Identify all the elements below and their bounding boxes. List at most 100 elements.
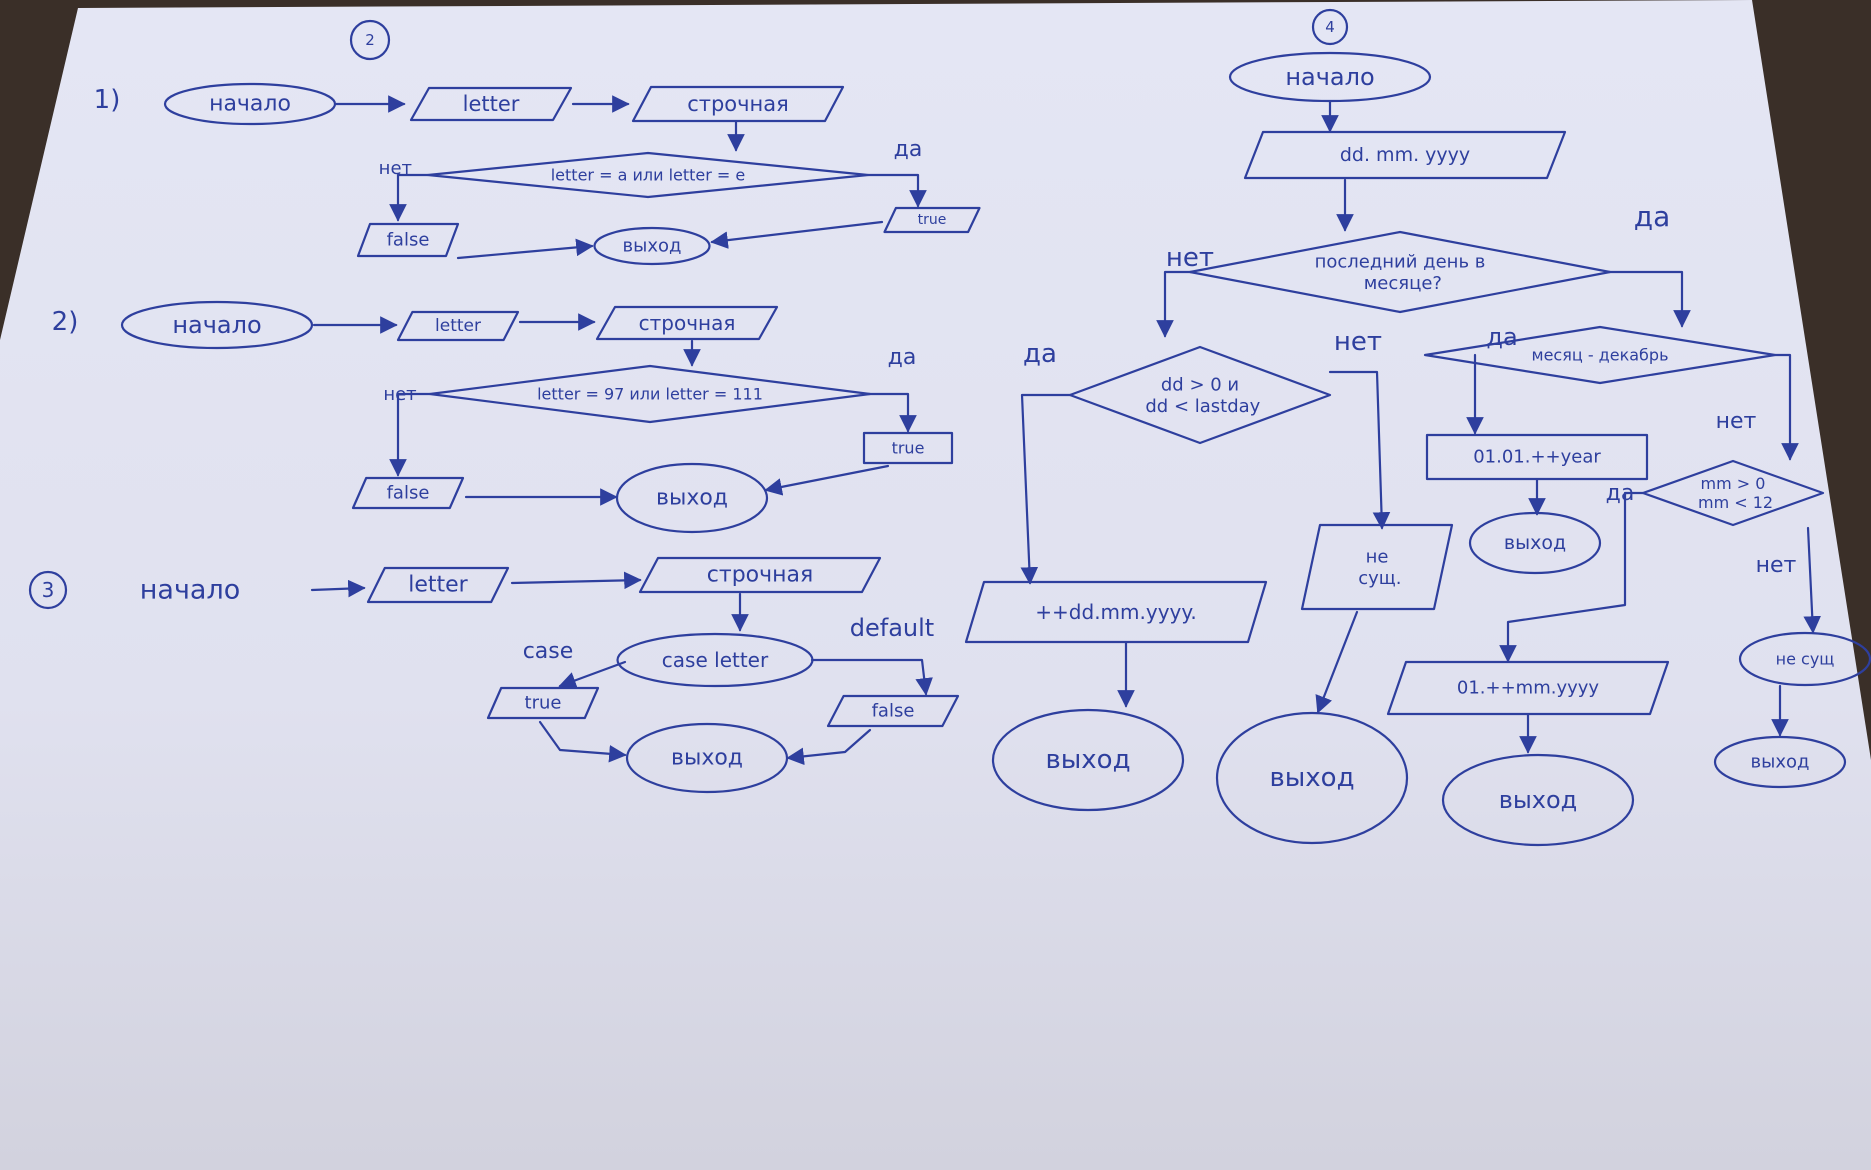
node-shape-d4-cond1 xyxy=(1188,230,1612,314)
node-d1-exit: выход xyxy=(593,226,711,266)
edge-d4-cond4-to-d4-nodate2 xyxy=(1803,526,1822,634)
node-shape-mark4 xyxy=(1311,8,1349,46)
node-shape-d2-in xyxy=(396,310,520,342)
node-d3-true: true xyxy=(486,686,600,720)
edge-d4-cond2-to-d4-nodate1 xyxy=(1328,370,1391,530)
node-label: true xyxy=(892,439,925,458)
edge-d1-cond-to-d1-false xyxy=(389,173,430,222)
node-shape-d1-start xyxy=(163,82,337,126)
node-shape-d1-in xyxy=(409,86,573,122)
node-d4-exitB: выход xyxy=(991,708,1185,812)
node-label: letter = 97 или letter = 111 xyxy=(537,385,763,404)
node-shape-d3-proc xyxy=(638,556,882,594)
node-shape-d2-proc xyxy=(595,305,779,341)
node-d2-cond: letter = 97 или letter = 111 xyxy=(428,364,872,424)
node-d2-in: letter xyxy=(396,310,520,342)
node-shape-d3-exit xyxy=(625,722,789,794)
node-shape-d2-cond xyxy=(428,364,872,424)
node-d1-in: letter xyxy=(409,86,573,122)
edge-d1-cond-to-d1-true xyxy=(866,173,927,208)
node-num1: 1) xyxy=(94,85,121,115)
node-label: false xyxy=(387,230,430,251)
edge-label: default xyxy=(850,614,934,642)
node-shape-d4-exitA xyxy=(1468,511,1602,575)
node-d3-false: false xyxy=(826,694,960,728)
node-label: выход xyxy=(1269,763,1354,793)
edge-label: нет xyxy=(1334,327,1382,357)
node-d4-cond3: месяц - декабрь xyxy=(1423,325,1777,385)
node-d4-exitA: выход xyxy=(1468,511,1602,575)
node-shape-d3-case xyxy=(616,632,814,688)
node-d4-start: начало xyxy=(1228,51,1432,103)
node-shape-d1-cond xyxy=(426,151,870,199)
edge-d3-case-to-d3-false xyxy=(810,658,933,696)
node-d2-exit: выход xyxy=(615,462,769,534)
node-d4-incmonth: 01.++mm.yyyy xyxy=(1386,660,1670,716)
edge-label: нет xyxy=(383,384,416,405)
node-shape-d4-start xyxy=(1228,51,1432,103)
edge-label: да xyxy=(1606,481,1635,506)
node-label: строчная xyxy=(639,311,736,335)
node-label: месяц - декабрь xyxy=(1532,346,1669,365)
node-d1-start: начало xyxy=(163,82,337,126)
node-label: 1) xyxy=(94,85,121,115)
edge-d3-start-to-d3-in xyxy=(310,579,366,598)
node-label: 4 xyxy=(1325,18,1335,36)
node-label: строчная xyxy=(687,92,789,116)
node-shape-d4-cond3 xyxy=(1423,325,1777,385)
node-shape-d4-cond2 xyxy=(1068,345,1332,445)
node-label: 01.01.++year xyxy=(1473,447,1601,468)
node-d2-true: true xyxy=(862,431,954,465)
node-d3-in: letter xyxy=(366,566,510,604)
node-shape-d4-exitC xyxy=(1215,711,1409,845)
node-d4-nodate2: не сущ xyxy=(1738,631,1871,687)
edge-d3-case-to-d3-true xyxy=(558,660,627,689)
edge-label: да xyxy=(894,137,923,162)
node-label: 2) xyxy=(52,307,79,337)
node-d1-false: false xyxy=(356,222,460,258)
node-label: letter xyxy=(408,573,468,598)
node-shape-d2-true xyxy=(862,431,954,465)
node-label: false xyxy=(872,701,915,722)
node-num2: 2) xyxy=(52,307,79,337)
node-mark4: 4 xyxy=(1311,8,1349,46)
node-label: dd. mm. yyyy xyxy=(1340,144,1470,166)
node-label: последний день в месяце? xyxy=(1315,252,1486,295)
node-shape-d1-true xyxy=(883,206,981,234)
edges-layer xyxy=(310,95,1822,766)
node-label: 3 xyxy=(42,578,55,602)
node-shape-d3-in xyxy=(366,566,510,604)
edge-d4-cond1-to-d4-cond3 xyxy=(1603,270,1691,328)
edge-d2-true-to-d2-exit xyxy=(764,464,890,496)
node-d1-proc: строчная xyxy=(631,85,845,123)
node-label: строчная xyxy=(707,563,813,588)
edge-label: да xyxy=(1634,200,1671,233)
edge-label: да xyxy=(1023,339,1057,369)
node-shape-d3-false xyxy=(826,694,960,728)
node-label: выход xyxy=(1045,745,1130,775)
node-d3-case: case letter xyxy=(616,632,814,688)
node-label: letter xyxy=(463,92,520,116)
node-shape-d4-nodate2 xyxy=(1738,631,1871,687)
edge-label: case xyxy=(523,639,574,664)
node-label: не сущ xyxy=(1776,650,1835,669)
node-d3-proc: строчная xyxy=(638,556,882,594)
node-shape-d4-incmonth xyxy=(1386,660,1670,716)
edge-d3-false-to-d3-exit xyxy=(786,728,872,766)
node-shape-d1-exit xyxy=(593,226,711,266)
node-d4-exitC: выход xyxy=(1215,711,1409,845)
node-shape-d2-start xyxy=(120,300,314,350)
edge-label: да xyxy=(1486,323,1517,351)
edge-d4-cond2-to-d4-incday xyxy=(1020,393,1074,585)
edge-d4-cond3-to-d4-cond4 xyxy=(1773,353,1799,461)
node-label: 2 xyxy=(365,31,375,49)
node-label: начало xyxy=(1285,63,1374,91)
edge-label: да xyxy=(888,345,917,370)
node-label: выход xyxy=(623,236,682,257)
node-num3: 3 xyxy=(28,570,68,610)
node-shape-d4-cond4 xyxy=(1641,459,1825,527)
edge-d4-nodate1-to-d4-exitC xyxy=(1315,610,1359,714)
node-shape-d1-false xyxy=(356,222,460,258)
node-d4-exitE: выход xyxy=(1713,735,1847,789)
